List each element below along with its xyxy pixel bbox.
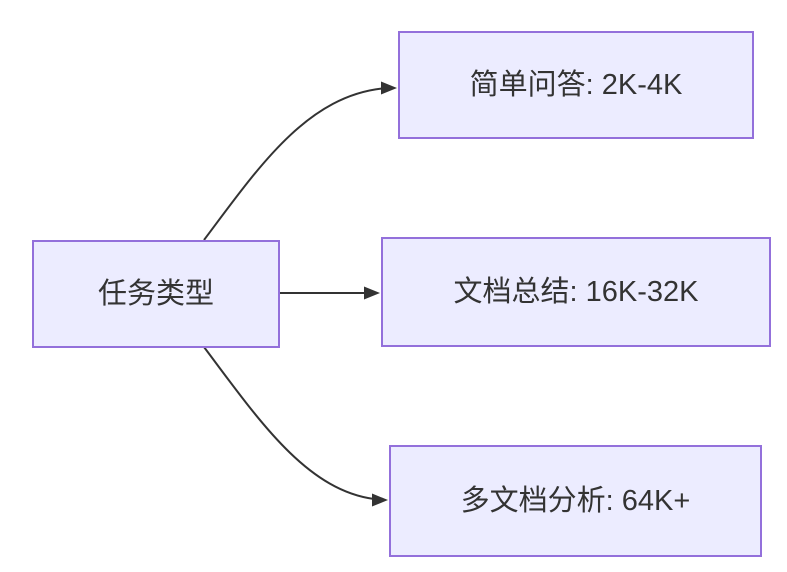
edge-root-to-branch3 <box>203 346 375 500</box>
edge-root-to-branch1 <box>203 87 383 241</box>
node-doc-summary-label: 文档总结: 16K-32K <box>453 275 699 308</box>
node-task-type-label: 任务类型 <box>97 277 214 310</box>
node-multi-doc-analysis-label: 多文档分析: 64K+ <box>460 484 691 517</box>
arrowhead-branch2-icon <box>364 286 380 300</box>
node-multi-doc-analysis: 多文档分析: 64K+ <box>389 445 762 557</box>
arrowhead-branch1-icon <box>381 81 397 95</box>
arrowhead-branch3-icon <box>372 493 388 507</box>
node-task-type: 任务类型 <box>32 240 280 348</box>
node-doc-summary: 文档总结: 16K-32K <box>381 237 771 347</box>
node-simple-qa-label: 简单问答: 2K-4K <box>469 68 683 101</box>
node-simple-qa: 简单问答: 2K-4K <box>398 31 754 139</box>
